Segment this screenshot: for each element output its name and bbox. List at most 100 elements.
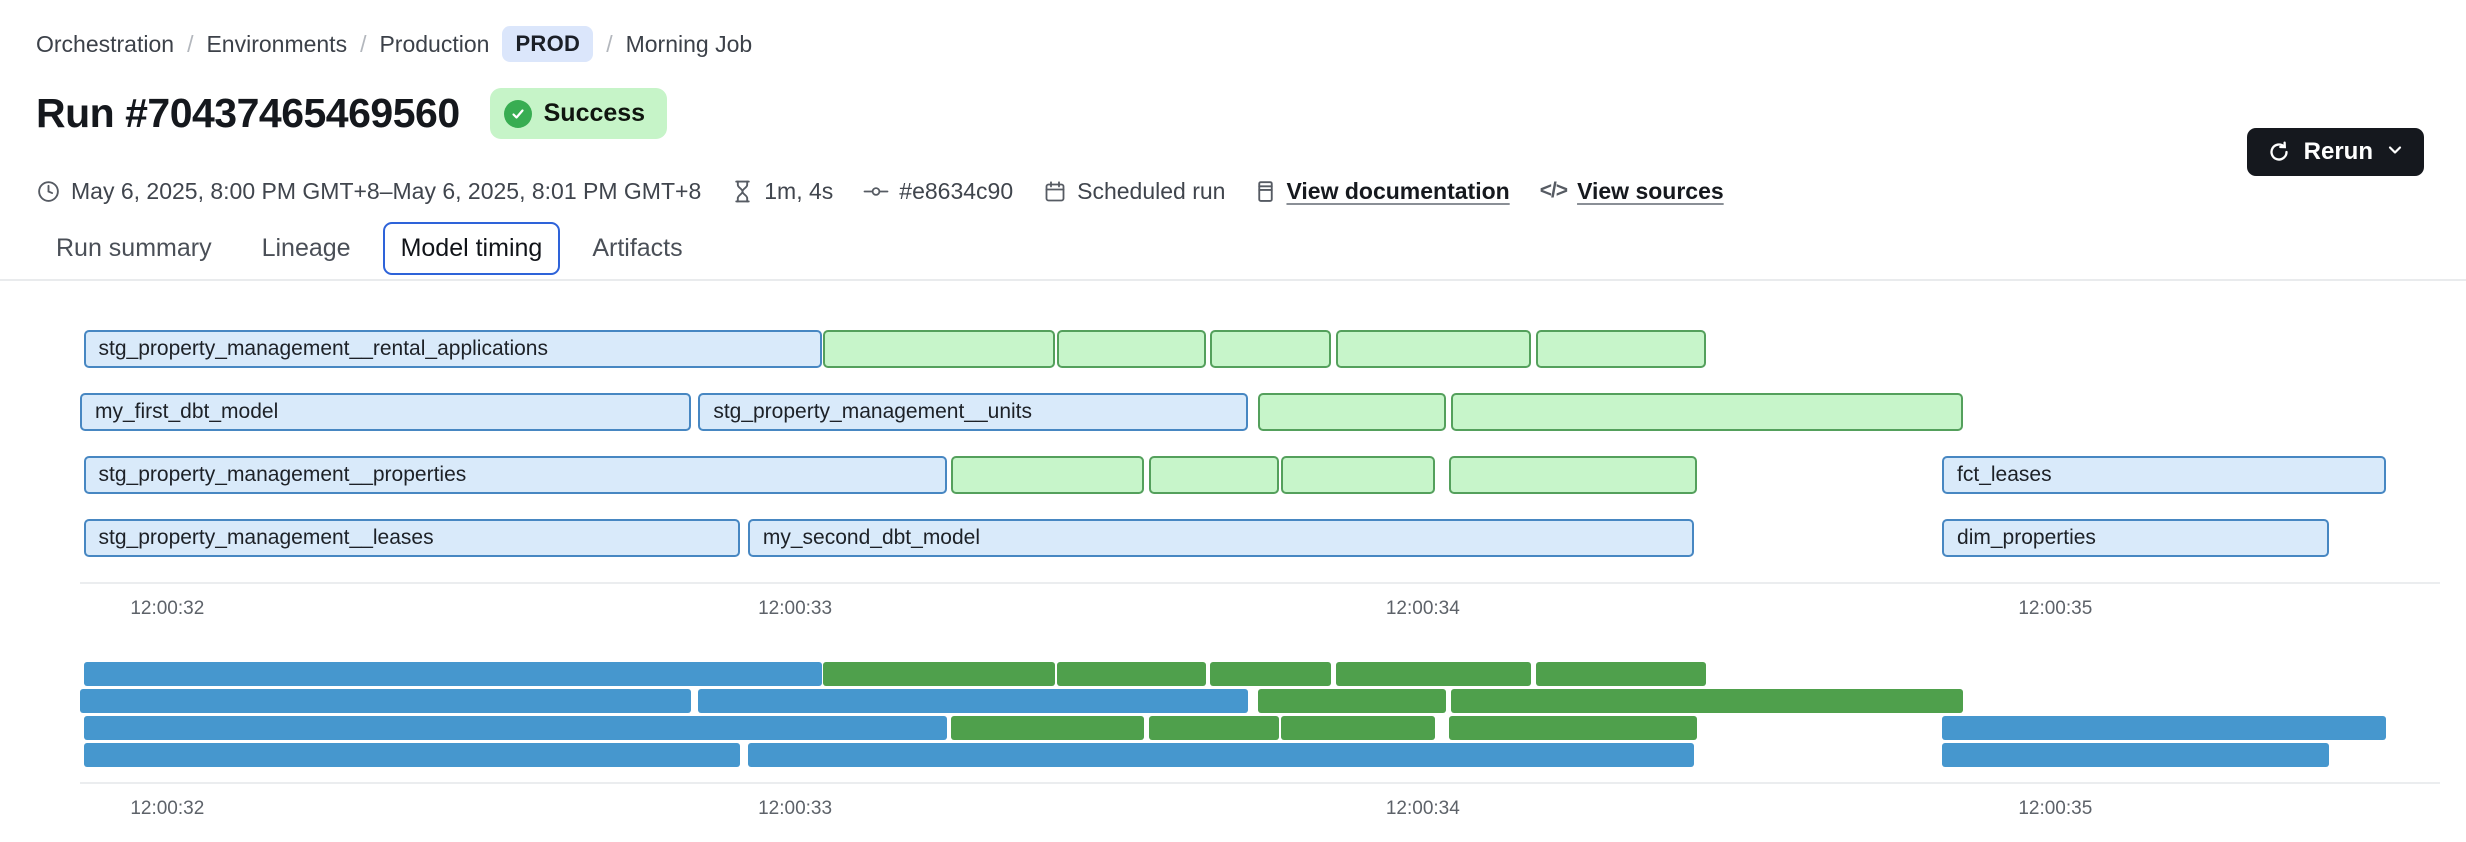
breadcrumb-environments[interactable]: Environments: [206, 31, 347, 58]
gantt-row-1: stg_property_management__rental_applicat…: [80, 330, 2440, 368]
axis-tick-label: 12:00:33: [758, 798, 832, 820]
title-row: Run #70437465469560 Success: [36, 88, 667, 139]
test-bar[interactable]: [1536, 330, 1706, 368]
minimap-row-1: [80, 662, 2440, 686]
breadcrumb-separator: /: [360, 31, 366, 58]
gantt-main: stg_property_management__rental_applicat…: [80, 330, 2440, 557]
tab-run-summary[interactable]: Run summary: [38, 222, 230, 275]
axis-tick-label: 12:00:34: [1386, 598, 1460, 620]
test-bar[interactable]: [823, 330, 1054, 368]
status-label: Success: [544, 99, 645, 128]
model-bar-stg_property_management__leases[interactable]: stg_property_management__leases: [84, 519, 740, 557]
breadcrumb-separator: /: [606, 31, 612, 58]
run-trigger: Scheduled run: [1043, 178, 1225, 205]
minimap-bar-fct_leases: [1942, 716, 2386, 740]
minimap-bar: [1057, 662, 1206, 686]
tab-model-timing[interactable]: Model timing: [383, 222, 561, 275]
minimap-bar: [823, 662, 1054, 686]
time-axis: 12:00:32 12:00:33 12:00:34 12:00:35: [80, 582, 2440, 636]
model-bar-my_first_dbt_model[interactable]: my_first_dbt_model: [80, 393, 691, 431]
chevron-down-icon: [2386, 138, 2404, 166]
axis-tick-label: 12:00:35: [2018, 598, 2092, 620]
timeline-minimap[interactable]: [80, 662, 2440, 767]
view-sources-item: </> View sources: [1540, 178, 1724, 205]
view-documentation-link[interactable]: View documentation: [1286, 178, 1509, 205]
document-icon: [1255, 179, 1276, 204]
hourglass-icon: [731, 179, 754, 204]
run-time-range: May 6, 2025, 8:00 PM GMT+8–May 6, 2025, …: [36, 178, 701, 205]
breadcrumb-morning-job[interactable]: Morning Job: [626, 31, 753, 58]
breadcrumb: Orchestration / Environments / Productio…: [36, 26, 752, 62]
test-bar[interactable]: [1336, 330, 1532, 368]
axis-tick-label: 12:00:34: [1386, 798, 1460, 820]
minimap-bar: [1258, 689, 1447, 713]
minimap-bar: [1210, 662, 1330, 686]
refresh-icon: [2267, 140, 2291, 164]
test-bar[interactable]: [951, 456, 1145, 494]
run-commit: #e8634c90: [863, 178, 1013, 205]
check-icon: [504, 100, 532, 128]
gantt-row-2: my_first_dbt_modelstg_property_managemen…: [80, 393, 2440, 431]
minimap-bar-stg_property_management__rental_applications: [84, 662, 823, 686]
test-bar[interactable]: [1210, 330, 1330, 368]
axis-tick-label: 12:00:33: [758, 598, 832, 620]
minimap-bar: [1451, 689, 1963, 713]
run-duration-text: 1m, 4s: [764, 178, 833, 205]
run-meta-row: May 6, 2025, 8:00 PM GMT+8–May 6, 2025, …: [36, 172, 1724, 210]
model-timing-chart: stg_property_management__rental_applicat…: [80, 330, 2440, 836]
test-bar[interactable]: [1149, 456, 1279, 494]
gantt-row-4: stg_property_management__leasesmy_second…: [80, 519, 2440, 557]
breadcrumb-orchestration[interactable]: Orchestration: [36, 31, 174, 58]
test-bar[interactable]: [1057, 330, 1206, 368]
run-time-range-text: May 6, 2025, 8:00 PM GMT+8–May 6, 2025, …: [71, 178, 701, 205]
page-title: Run #70437465469560: [36, 90, 460, 137]
test-bar[interactable]: [1258, 393, 1447, 431]
minimap-bar-my_second_dbt_model: [748, 743, 1694, 767]
breadcrumb-production[interactable]: Production: [379, 31, 489, 58]
minimap-bar-dim_properties: [1942, 743, 2329, 767]
model-bar-stg_property_management__properties[interactable]: stg_property_management__properties: [84, 456, 948, 494]
minimap-bar: [1536, 662, 1706, 686]
model-bar-dim_properties[interactable]: dim_properties: [1942, 519, 2329, 557]
axis-tick-label: 12:00:32: [130, 598, 204, 620]
test-bar[interactable]: [1281, 456, 1434, 494]
axis-tick-label: 12:00:32: [130, 798, 204, 820]
minimap-row-3: [80, 716, 2440, 740]
model-bar-stg_property_management__units[interactable]: stg_property_management__units: [698, 393, 1248, 431]
test-bar[interactable]: [1451, 393, 1963, 431]
minimap-bar: [1336, 662, 1532, 686]
calendar-icon: [1043, 179, 1067, 204]
run-duration: 1m, 4s: [731, 178, 833, 205]
minimap-bar: [1149, 716, 1279, 740]
minimap-bar-stg_property_management__properties: [84, 716, 948, 740]
model-bar-fct_leases[interactable]: fct_leases: [1942, 456, 2386, 494]
code-icon: </>: [1540, 179, 1567, 203]
clock-icon: [36, 179, 61, 204]
model-bar-stg_property_management__rental_applications[interactable]: stg_property_management__rental_applicat…: [84, 330, 823, 368]
commit-icon: [863, 179, 889, 204]
tab-artifacts[interactable]: Artifacts: [574, 222, 700, 275]
minimap-bar-stg_property_management__leases: [84, 743, 740, 767]
minimap-row-4: [80, 743, 2440, 767]
minimap-row-2: [80, 689, 2440, 713]
minimap-time-axis: 12:00:32 12:00:33 12:00:34 12:00:35: [80, 782, 2440, 836]
rerun-label: Rerun: [2304, 138, 2373, 166]
run-tabs: Run summary Lineage Model timing Artifac…: [38, 222, 701, 275]
model-bar-my_second_dbt_model[interactable]: my_second_dbt_model: [748, 519, 1694, 557]
minimap-bar: [1449, 716, 1697, 740]
tab-lineage[interactable]: Lineage: [244, 222, 369, 275]
status-badge: Success: [490, 88, 667, 139]
minimap-bar: [951, 716, 1145, 740]
view-documentation-item: View documentation: [1255, 178, 1509, 205]
run-commit-text: #e8634c90: [899, 178, 1013, 205]
run-trigger-text: Scheduled run: [1077, 178, 1225, 205]
view-sources-link[interactable]: View sources: [1577, 178, 1724, 205]
axis-tick-label: 12:00:35: [2018, 798, 2092, 820]
minimap-bar-my_first_dbt_model: [80, 689, 691, 713]
minimap-bar-stg_property_management__units: [698, 689, 1248, 713]
minimap-bar: [1281, 716, 1434, 740]
breadcrumb-separator: /: [187, 31, 193, 58]
environment-badge: PROD: [502, 26, 593, 62]
rerun-button[interactable]: Rerun: [2247, 128, 2424, 176]
test-bar[interactable]: [1449, 456, 1697, 494]
